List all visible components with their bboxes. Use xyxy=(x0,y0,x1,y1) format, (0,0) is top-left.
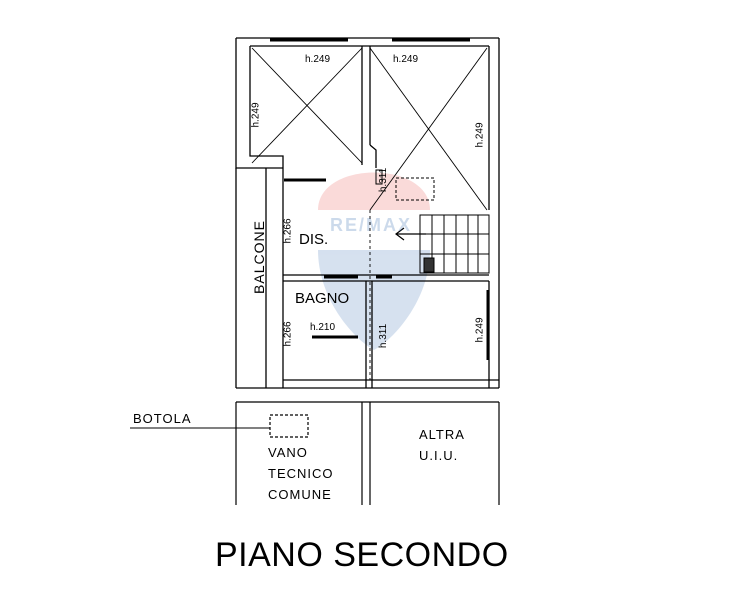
height-top-right: h.249 xyxy=(393,54,419,65)
label-vano-line-1: VANO xyxy=(268,445,308,460)
height-left-side: h.249 xyxy=(250,102,262,128)
label-altra-line-2: U.I.U. xyxy=(419,448,459,463)
technical-area xyxy=(130,401,500,505)
height-top-left: h.249 xyxy=(305,54,331,65)
height-dis: h.266 xyxy=(282,218,294,244)
height-bagno-inner: h.210 xyxy=(310,322,336,333)
walls xyxy=(235,37,500,389)
small-post xyxy=(375,169,383,185)
label-vano-line-3: COMUNE xyxy=(268,487,332,502)
room-label-balcone: BALCONE xyxy=(250,220,267,294)
room-label-bagno: BAGNO xyxy=(295,290,350,307)
label-vano-line-2: TECNICO xyxy=(268,466,334,481)
height-right-side: h.249 xyxy=(474,122,486,148)
height-corridor-top: h.311 xyxy=(378,167,390,193)
label-botola: BOTOLA xyxy=(133,411,192,426)
label-altra-line-1: ALTRA xyxy=(419,427,465,442)
height-bagno-left: h.266 xyxy=(282,321,294,347)
height-corridor-bottom: h.311 xyxy=(378,323,390,349)
watermark-text: RE/MAX xyxy=(330,215,413,235)
staircase xyxy=(395,214,490,274)
ceiling-diagonals xyxy=(251,47,488,380)
openings xyxy=(270,38,490,360)
height-bottom-right: h.249 xyxy=(474,317,486,343)
room-label-dis: DIS. xyxy=(299,231,329,248)
plan-title: PIANO SECONDO xyxy=(215,536,509,574)
